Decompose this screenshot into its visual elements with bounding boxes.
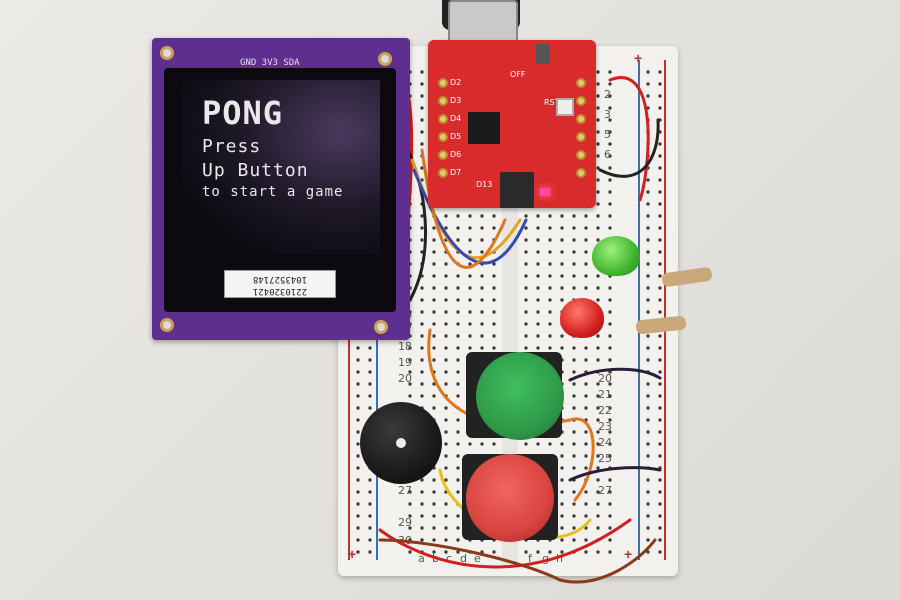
mcu-label: D6	[450, 150, 462, 159]
prompt-line-1: Press	[202, 136, 262, 157]
power-rail-right	[638, 60, 640, 560]
plus-sign-bottom-right: +	[624, 546, 633, 562]
right-rail-holes	[642, 66, 666, 556]
row-number: 23	[598, 420, 612, 433]
mcu-label: D4	[450, 114, 462, 123]
mcu-label: D13	[476, 180, 493, 189]
col-label: h	[556, 552, 563, 565]
pin-labels: GND 3V3 SDA	[240, 58, 300, 68]
pin-pad	[438, 168, 448, 178]
col-label: e	[474, 552, 481, 565]
row-number: 2	[604, 88, 611, 101]
col-label: d	[460, 552, 467, 565]
prompt-line-2: Up Button	[202, 160, 309, 181]
oled-screen: PONG Press Up Button to start a game	[182, 80, 380, 254]
jst-connector	[500, 172, 534, 208]
row-number: 29	[398, 516, 412, 529]
serial-line-1: 2210320421	[252, 286, 308, 296]
row-number: 24	[598, 436, 612, 449]
game-title: PONG	[202, 94, 284, 132]
oled-display-module: GND 3V3 SDA PONG Press Up Button to star…	[152, 38, 410, 340]
wire-blue	[412, 168, 528, 265]
serial-sticker: 2210320421 1043527148	[224, 270, 336, 298]
col-label: a	[418, 552, 425, 565]
red-led	[560, 298, 604, 338]
mcu-label: D7	[450, 168, 462, 177]
mcu-label: D2	[450, 78, 462, 87]
screen-frame: PONG Press Up Button to start a game 221…	[164, 68, 396, 312]
row-number: 19	[398, 356, 412, 369]
row-number: 5	[604, 128, 611, 141]
mcu-label: D5	[450, 132, 462, 141]
pin-pad	[576, 78, 586, 88]
wire-black-rail	[598, 118, 660, 178]
pin-pad	[438, 114, 448, 124]
col-label: g	[542, 552, 549, 565]
col-label: c	[446, 552, 453, 565]
row-number: 22	[598, 404, 612, 417]
green-led	[592, 236, 640, 276]
mcu-label: RST	[544, 98, 560, 107]
reset-button	[556, 98, 574, 116]
pin-pad	[576, 114, 586, 124]
pin-pad	[576, 150, 586, 160]
mcu-chip	[468, 112, 500, 144]
pin-pad	[438, 132, 448, 142]
pin-pad	[576, 168, 586, 178]
row-number: 18	[398, 340, 412, 353]
microcontroller-board: D2 D3 D4 D5 D6 D7 D13 RST OFF	[428, 40, 596, 208]
mount-hole	[374, 320, 388, 334]
col-label: f	[528, 552, 532, 565]
pin-pad	[576, 96, 586, 106]
pin-pad	[438, 96, 448, 106]
wire-purple-red-btn	[568, 466, 662, 482]
mcu-label: OFF	[510, 70, 526, 79]
row-number: 25	[598, 452, 612, 465]
row-number: 6	[604, 148, 611, 161]
power-switch	[536, 44, 550, 64]
serial-line-2: 1043527148	[252, 274, 308, 284]
prompt-line-3: to start a game	[202, 184, 344, 200]
buzzer-hole-icon	[396, 438, 406, 448]
pin-pad	[576, 132, 586, 142]
row-number: 27	[598, 484, 612, 497]
row-number: 3	[604, 108, 611, 121]
status-led-icon	[540, 188, 550, 196]
wire-brown-bottom	[378, 538, 657, 584]
mount-hole	[160, 46, 174, 60]
wire-red-rail	[608, 76, 650, 202]
row-number: 20	[598, 372, 612, 385]
row-number: 20	[398, 372, 412, 385]
pin-pad	[438, 150, 448, 160]
up-button[interactable]	[476, 352, 564, 440]
down-button[interactable]	[466, 454, 554, 542]
plus-sign-top-right: +	[634, 50, 643, 66]
wire-purple-green-btn	[568, 367, 662, 382]
mount-hole	[160, 318, 174, 332]
pin-pad	[438, 78, 448, 88]
row-number: 21	[598, 388, 612, 401]
mount-hole	[378, 52, 392, 66]
row-number: 27	[398, 484, 412, 497]
plus-sign-bottom-left: +	[348, 546, 357, 562]
mcu-label: D3	[450, 96, 462, 105]
